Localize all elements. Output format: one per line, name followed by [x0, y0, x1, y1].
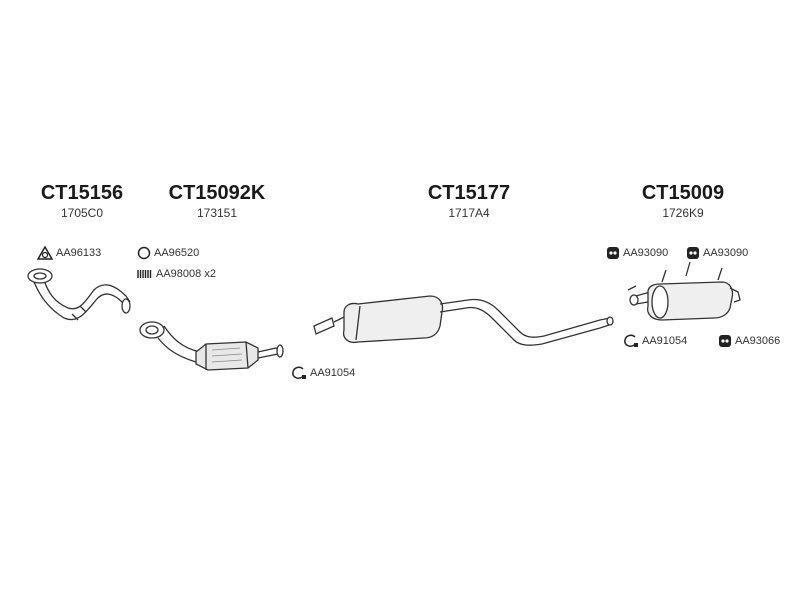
accessory-aa96520[interactable]: AA96520 — [137, 246, 199, 260]
accessory-label: AA96520 — [154, 247, 200, 259]
gasket-triangle-icon — [37, 246, 53, 260]
accessory-label: AA93066 — [735, 335, 781, 347]
part-ref-1726k9: 1726K9 — [662, 206, 704, 220]
accessory-aa91054[interactable]: AA91054 — [291, 366, 355, 380]
rubber-hanger-icon — [719, 335, 731, 347]
accessory-label: AA91054 — [310, 367, 356, 379]
spring-icon — [137, 270, 152, 278]
rubber-hanger-icon — [687, 247, 699, 259]
accessory-label: AA96133 — [56, 247, 102, 259]
accessory-label: AA93090 — [703, 247, 749, 259]
accessory-label: AA91054 — [642, 335, 688, 347]
rear-silencer-drawing — [627, 261, 741, 321]
middle-silencer-drawing — [313, 295, 614, 346]
part-code-ct15177[interactable]: CT15177 — [427, 182, 511, 204]
part-ref-1717a4: 1717A4 — [448, 206, 490, 220]
accessory-aa93066[interactable]: AA93066 — [718, 334, 780, 348]
clamp-icon — [624, 334, 638, 347]
rubber-hanger-icon — [607, 247, 619, 259]
accessory-aa93090-a[interactable]: AA93090 — [606, 246, 668, 260]
accessory-label: AA93090 — [623, 247, 669, 259]
accessory-aa91054-rear[interactable]: AA91054 — [623, 334, 687, 348]
front-pipe-drawing — [27, 268, 131, 321]
ring-icon — [137, 246, 151, 260]
accessory-label: AA98008 x2 — [156, 268, 216, 280]
accessory-aa96133[interactable]: AA96133 — [37, 246, 101, 260]
part-code-ct15009[interactable]: CT15009 — [641, 182, 725, 204]
clamp-icon — [292, 366, 306, 379]
accessory-aa98008[interactable]: AA98008 x2 — [137, 268, 216, 280]
part-ref-173151: 173151 — [196, 206, 238, 220]
part-code-ct15156[interactable]: CT15156 — [40, 182, 124, 204]
accessory-aa93090-b[interactable]: AA93090 — [686, 246, 748, 260]
part-ref-1705c0: 1705C0 — [60, 206, 104, 220]
catalytic-converter-drawing — [139, 321, 284, 371]
part-code-ct15092k[interactable]: CT15092K — [168, 182, 266, 204]
